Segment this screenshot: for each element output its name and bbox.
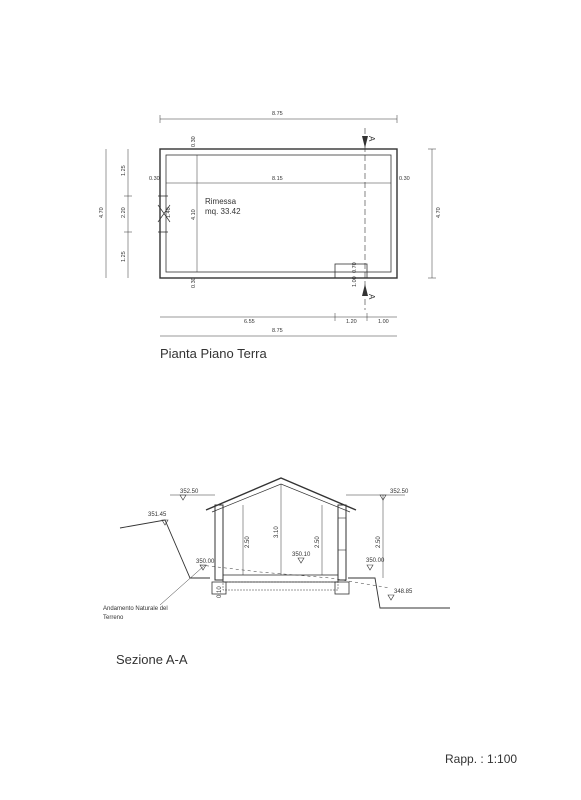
terrain-leader xyxy=(159,564,206,606)
floor-plan xyxy=(105,115,436,337)
section-wall-left xyxy=(214,504,224,581)
terrain-label-line-1: Andamento Naturale del xyxy=(103,606,168,612)
plan-dim-bottom-left: 6.55 xyxy=(244,319,255,325)
plan-dim-inner-width: 8.15 xyxy=(272,176,283,182)
dim-foundation: 0.10 xyxy=(217,586,223,598)
scale-caption: Rapp. : 1:100 xyxy=(445,752,518,766)
elev-top-left: 352.50 xyxy=(180,489,199,495)
elev-marker xyxy=(297,557,305,564)
dim-inner-left: 2.50 xyxy=(245,536,251,548)
plan-labels: 8.75 8.15 0.30 0.30 Rimessa mq. 33.42 6.… xyxy=(99,111,442,334)
section-caption: Sezione A-A xyxy=(116,652,188,667)
section-labels: 352.50 352.50 351.45 350.00 350.10 350.0… xyxy=(103,489,413,621)
plan-dim-small-b: 1.00 xyxy=(352,276,358,287)
elev-ground-left: 351.45 xyxy=(148,512,167,518)
plan-dim-bottom-right: 1.00 xyxy=(378,319,389,325)
section-drawing xyxy=(119,477,450,609)
plan-dim-left-bottom: 1.25 xyxy=(121,251,127,262)
elev-floor: 350.10 xyxy=(292,552,311,558)
plan-dim-left-total: 4.70 xyxy=(99,207,105,218)
plan-dim-wall-top: 0.30 xyxy=(191,136,197,147)
terrain-label-line-2: Terreno xyxy=(103,615,124,621)
section-wall-right xyxy=(337,504,347,581)
section-marker-bottom-label: A xyxy=(367,294,376,300)
plan-room-name: Rimessa xyxy=(205,197,237,206)
section-roof xyxy=(205,477,357,511)
plan-dim-right-total: 4.70 xyxy=(436,207,442,218)
elev-marker xyxy=(199,564,207,571)
plan-outer-wall xyxy=(159,148,398,279)
plan-dim-inner-height: 4.10 xyxy=(191,209,197,220)
plan-dim-bottom-total: 8.75 xyxy=(272,328,283,334)
elev-base-left: 350.00 xyxy=(196,559,215,565)
plan-dim-bottom-door: 1.20 xyxy=(346,319,357,325)
plan-dim-door-width: 1.40 xyxy=(166,207,172,218)
plan-room-area: mq. 33.42 xyxy=(205,207,241,216)
dim-outer-right: 2.50 xyxy=(376,536,382,548)
plan-dim-small-a: 0.70 xyxy=(352,262,358,273)
terrain-left xyxy=(119,519,210,579)
elev-marker xyxy=(179,494,187,501)
elev-marker xyxy=(379,494,387,501)
plan-door-leaf xyxy=(157,204,171,223)
terrain-right xyxy=(348,577,450,609)
plan-inner-wall xyxy=(165,154,392,273)
section-footing-left xyxy=(211,581,227,595)
elev-base-right: 350.00 xyxy=(366,558,385,564)
elev-low-right: 348.85 xyxy=(394,589,413,595)
elev-top-right: 352.50 xyxy=(390,489,409,495)
section-marker-top-arrow xyxy=(362,136,368,148)
dim-ridge: 3.10 xyxy=(274,526,280,538)
elev-marker xyxy=(366,564,374,571)
plan-dim-left-top: 1.25 xyxy=(121,165,127,176)
plan-dim-wall-bottom: 0.30 xyxy=(191,277,197,288)
plan-dim-wall-left: 0.30 xyxy=(149,176,160,182)
elev-marker xyxy=(387,594,395,601)
section-gravel xyxy=(222,581,339,591)
section-window xyxy=(337,517,347,551)
plan-dim-wall-right: 0.30 xyxy=(399,176,410,182)
elev-marker xyxy=(161,519,169,526)
section-footing-right xyxy=(334,581,350,595)
plan-bottom-opening xyxy=(334,263,368,279)
dim-floor-inner: 2.50 xyxy=(315,536,321,548)
plan-caption: Pianta Piano Terra xyxy=(160,346,267,361)
section-floor-slab xyxy=(222,574,339,583)
section-marker-top-label: A xyxy=(367,136,376,142)
section-marker-bottom-arrow xyxy=(362,284,368,296)
natural-terrain-line xyxy=(199,564,391,589)
plan-dim-overall-width: 8.75 xyxy=(272,111,283,117)
plan-dim-left-mid: 2.20 xyxy=(121,207,127,218)
